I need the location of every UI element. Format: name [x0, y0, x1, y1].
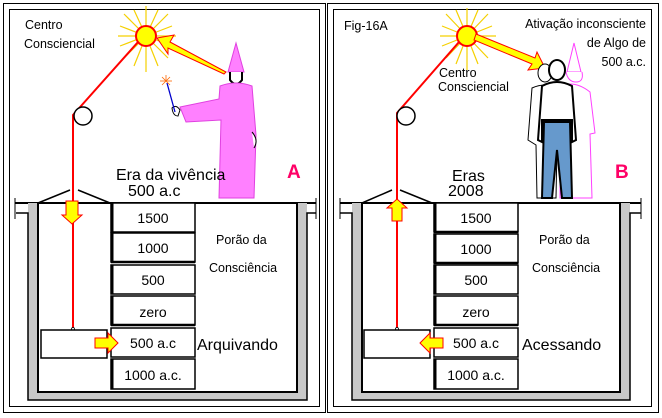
shelf-box: zero [110, 295, 196, 327]
panel-a-inner-frame [9, 9, 320, 407]
action-label: Acessando [522, 337, 601, 354]
shelf-label: 500 a.c [453, 335, 499, 351]
down-arrow-icon [60, 200, 84, 225]
memory-box [40, 329, 108, 359]
sun-icon [118, 6, 176, 72]
shelf-label: zero [139, 304, 166, 320]
activation-label-line3: 500 a.c. [602, 55, 646, 69]
shelf-box-active: 500 a.c [433, 327, 519, 358]
shelf-box: 1000 [110, 232, 196, 264]
sparkle-icon [160, 75, 172, 86]
shelf-label: 1000 [137, 240, 168, 256]
panel-b-inner-frame [333, 9, 652, 407]
shelf-label: 500 [464, 272, 488, 288]
activation-arrow-icon [156, 34, 227, 75]
shelf-box: 1000 a.c. [110, 358, 196, 390]
figure-label: Fig-16A [344, 19, 388, 33]
panel-a: Centro Consciencial [3, 3, 326, 413]
era-label-line1: Era da vivência [116, 167, 225, 184]
shelf-box: 1500 [433, 202, 519, 234]
shelf-box: 1500 [110, 202, 196, 233]
shelf-label: 500 [141, 272, 165, 288]
activation-arrow-icon [473, 33, 546, 71]
shelf-box: 1000 [433, 233, 519, 265]
center-label-line2: Consciencial [438, 80, 509, 94]
shelf-stack: 1500 1000 500 zero 500 a.c [433, 202, 519, 390]
panel-b: Fig-16A [327, 3, 659, 413]
era-label-line2: 2008 [448, 183, 484, 200]
panel-b-outer-frame [327, 3, 659, 413]
shelf-box-active: 500 a.c [110, 327, 196, 358]
magic-wand-icon [166, 82, 176, 113]
shelf-label: 1000 a.c. [447, 367, 505, 383]
shelf-label: 1500 [460, 210, 491, 226]
panel-letter: B [615, 162, 629, 183]
basement-label-line2: Consciência [209, 261, 277, 275]
panel-letter: A [287, 162, 301, 183]
pulley-wheel-icon [396, 106, 416, 126]
up-arrow-icon [385, 198, 409, 222]
center-label-line1: Centro [439, 66, 477, 80]
basement-label-line2: Consciência [532, 261, 600, 275]
memory-box [363, 329, 431, 359]
shelf-box: 500 [433, 264, 519, 295]
shelf-box: zero [433, 295, 519, 327]
wizard-icon [160, 41, 257, 199]
people-group-icon [527, 42, 596, 199]
activation-label-line2: de Algo de [587, 36, 646, 50]
shelf-stack: 1500 1000 500 zero 500 a.c [110, 202, 196, 390]
pulley-rope [395, 41, 460, 331]
center-label-line2: Consciencial [24, 37, 95, 51]
shelf-box: 500 [110, 264, 196, 295]
pulley-rope [71, 41, 139, 331]
right-arrow-icon [94, 331, 119, 355]
era-label-line2: 500 a.c [128, 183, 180, 200]
panel-a-outer-frame [3, 3, 326, 413]
activation-label-line1: Ativação inconsciente [525, 17, 646, 31]
pulley-wheel-icon [73, 106, 93, 126]
shelf-label: zero [462, 304, 489, 320]
era-label-line1: Eras [452, 168, 485, 185]
shelf-label: 1500 [137, 210, 168, 226]
shelf-label: 500 a.c [130, 335, 176, 351]
center-label-line1: Centro [25, 18, 63, 32]
shelf-label: 1000 a.c. [124, 367, 182, 383]
sun-icon [440, 8, 496, 70]
action-label: Arquivando [197, 337, 278, 354]
basement-label-line1: Porão da [539, 233, 590, 247]
shelf-box: 1000 a.c. [433, 358, 519, 390]
shelf-label: 1000 [460, 241, 491, 257]
basement-label-line1: Porão da [216, 233, 267, 247]
person-icon [536, 59, 578, 199]
left-arrow-icon [419, 331, 444, 355]
